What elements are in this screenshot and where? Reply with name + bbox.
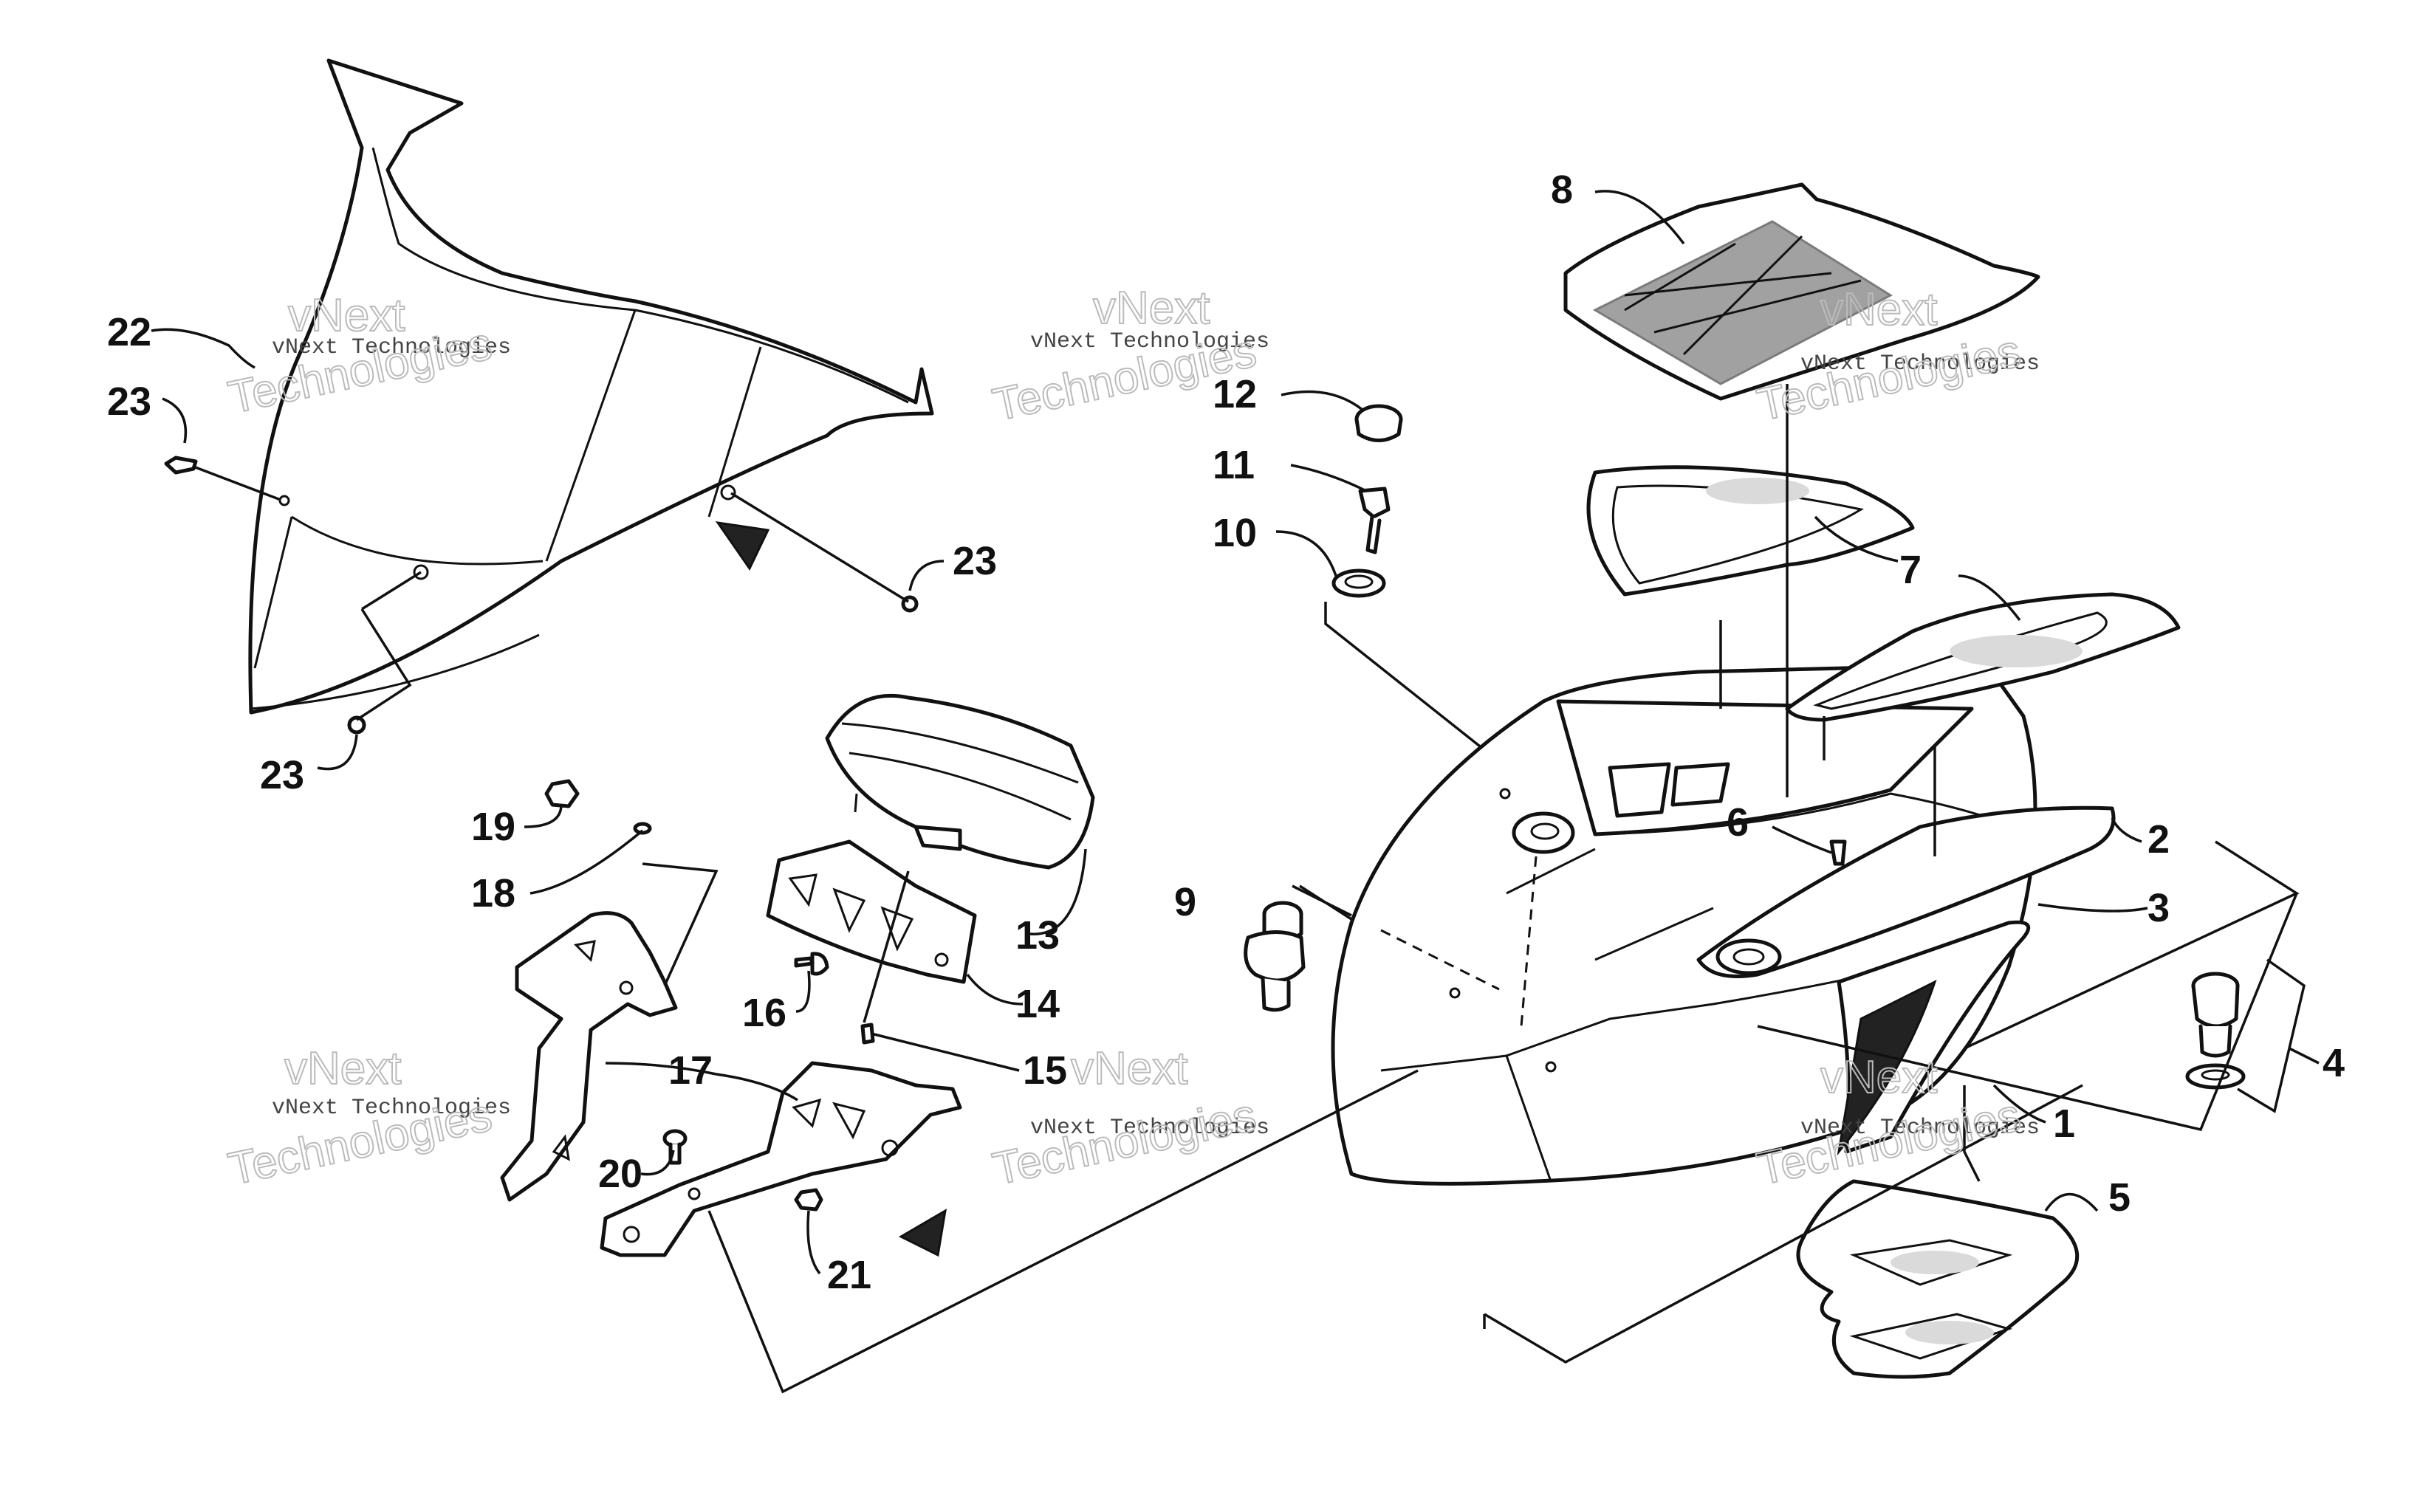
gauge-mount-bracket [766, 839, 977, 984]
screw-23-left [164, 456, 281, 501]
callout-11: 11 [1213, 443, 1255, 487]
screw-23-bottom [347, 571, 422, 735]
watermark-company: vNext Technologies [272, 335, 511, 360]
callout-5: 5 [2108, 1175, 2131, 1220]
ignition-switch-9 [1244, 901, 1306, 1012]
callout-16: 16 [742, 991, 786, 1035]
callout-6: 6 [1727, 800, 1749, 845]
support-bracket-lower [600, 1061, 962, 1257]
watermark-technologies: Technologies [989, 1090, 1261, 1195]
callout-18: 18 [471, 871, 515, 915]
storage-net-tray [1563, 182, 2040, 401]
instrument-gauge [825, 693, 1095, 870]
lid-left [1586, 465, 1915, 597]
floor-grate [1796, 1179, 2080, 1379]
bolt-16 [794, 952, 829, 976]
watermark-company: vNext Technologies [1030, 1116, 1269, 1141]
bracket-4 [2237, 958, 2306, 1113]
watermark-brand: vNext [1071, 1043, 1187, 1094]
callout-14: 14 [1015, 982, 1060, 1026]
watermark-bottom-left: vNext vNext Technologies Technologies [224, 1042, 511, 1196]
watermark-brand: vNext [1820, 284, 1937, 335]
callout-9: 9 [1174, 880, 1196, 924]
callout-8: 8 [1551, 168, 1573, 212]
callout-23-bottom: 23 [260, 753, 304, 797]
ignition-nut-10 [1331, 568, 1386, 598]
callout-15: 15 [1023, 1048, 1067, 1093]
support-bracket-upper [500, 911, 678, 1202]
callout-23-top-left: 23 [107, 379, 151, 424]
leader-4 [2289, 1047, 2320, 1065]
washer-18 [633, 822, 652, 835]
watermark-company: vNext Technologies [1800, 1116, 2040, 1141]
callout-13: 13 [1015, 913, 1060, 958]
callout-4: 4 [2323, 1041, 2345, 1085]
windshield [248, 58, 934, 715]
watermark-brand: vNext [284, 1043, 401, 1094]
nut-19 [544, 779, 580, 808]
callout-19: 19 [471, 805, 515, 849]
hood [1331, 662, 2116, 1186]
power-outlet [2185, 972, 2246, 1090]
callout-1: 1 [2053, 1102, 2075, 1146]
callout-7: 7 [1899, 548, 1922, 592]
callout-17: 17 [668, 1048, 713, 1093]
bolt-20 [662, 1129, 688, 1165]
callout-21: 21 [827, 1253, 871, 1297]
callout-3: 3 [2148, 886, 2170, 930]
leader-lines [151, 190, 2300, 1394]
spring-pin-15 [860, 1023, 875, 1045]
callout-2: 2 [2148, 817, 2170, 862]
watermark-brand: vNext [1093, 283, 1210, 334]
lid-right [1785, 592, 2181, 722]
watermark-company: vNext Technologies [1800, 351, 2040, 377]
callout-12: 12 [1213, 372, 1257, 416]
key-11 [1358, 487, 1391, 554]
watermark-brand: vNext [1820, 1052, 1937, 1103]
callout-10: 10 [1213, 511, 1257, 555]
watermark-company: vNext Technologies [1030, 329, 1269, 354]
callout-22: 22 [107, 310, 151, 354]
callout-labels: 22 23 23 23 8 12 11 10 7 6 2 3 4 1 5 9 1… [107, 168, 2345, 1297]
callout-20: 20 [598, 1152, 642, 1196]
callout-23-right: 23 [953, 539, 997, 583]
watermark-brand: vNext [288, 290, 405, 341]
screw-23-right [730, 492, 919, 613]
nut-21 [794, 1188, 823, 1212]
ignition-cap-12 [1354, 404, 1403, 442]
watermark-company: vNext Technologies [272, 1096, 511, 1121]
